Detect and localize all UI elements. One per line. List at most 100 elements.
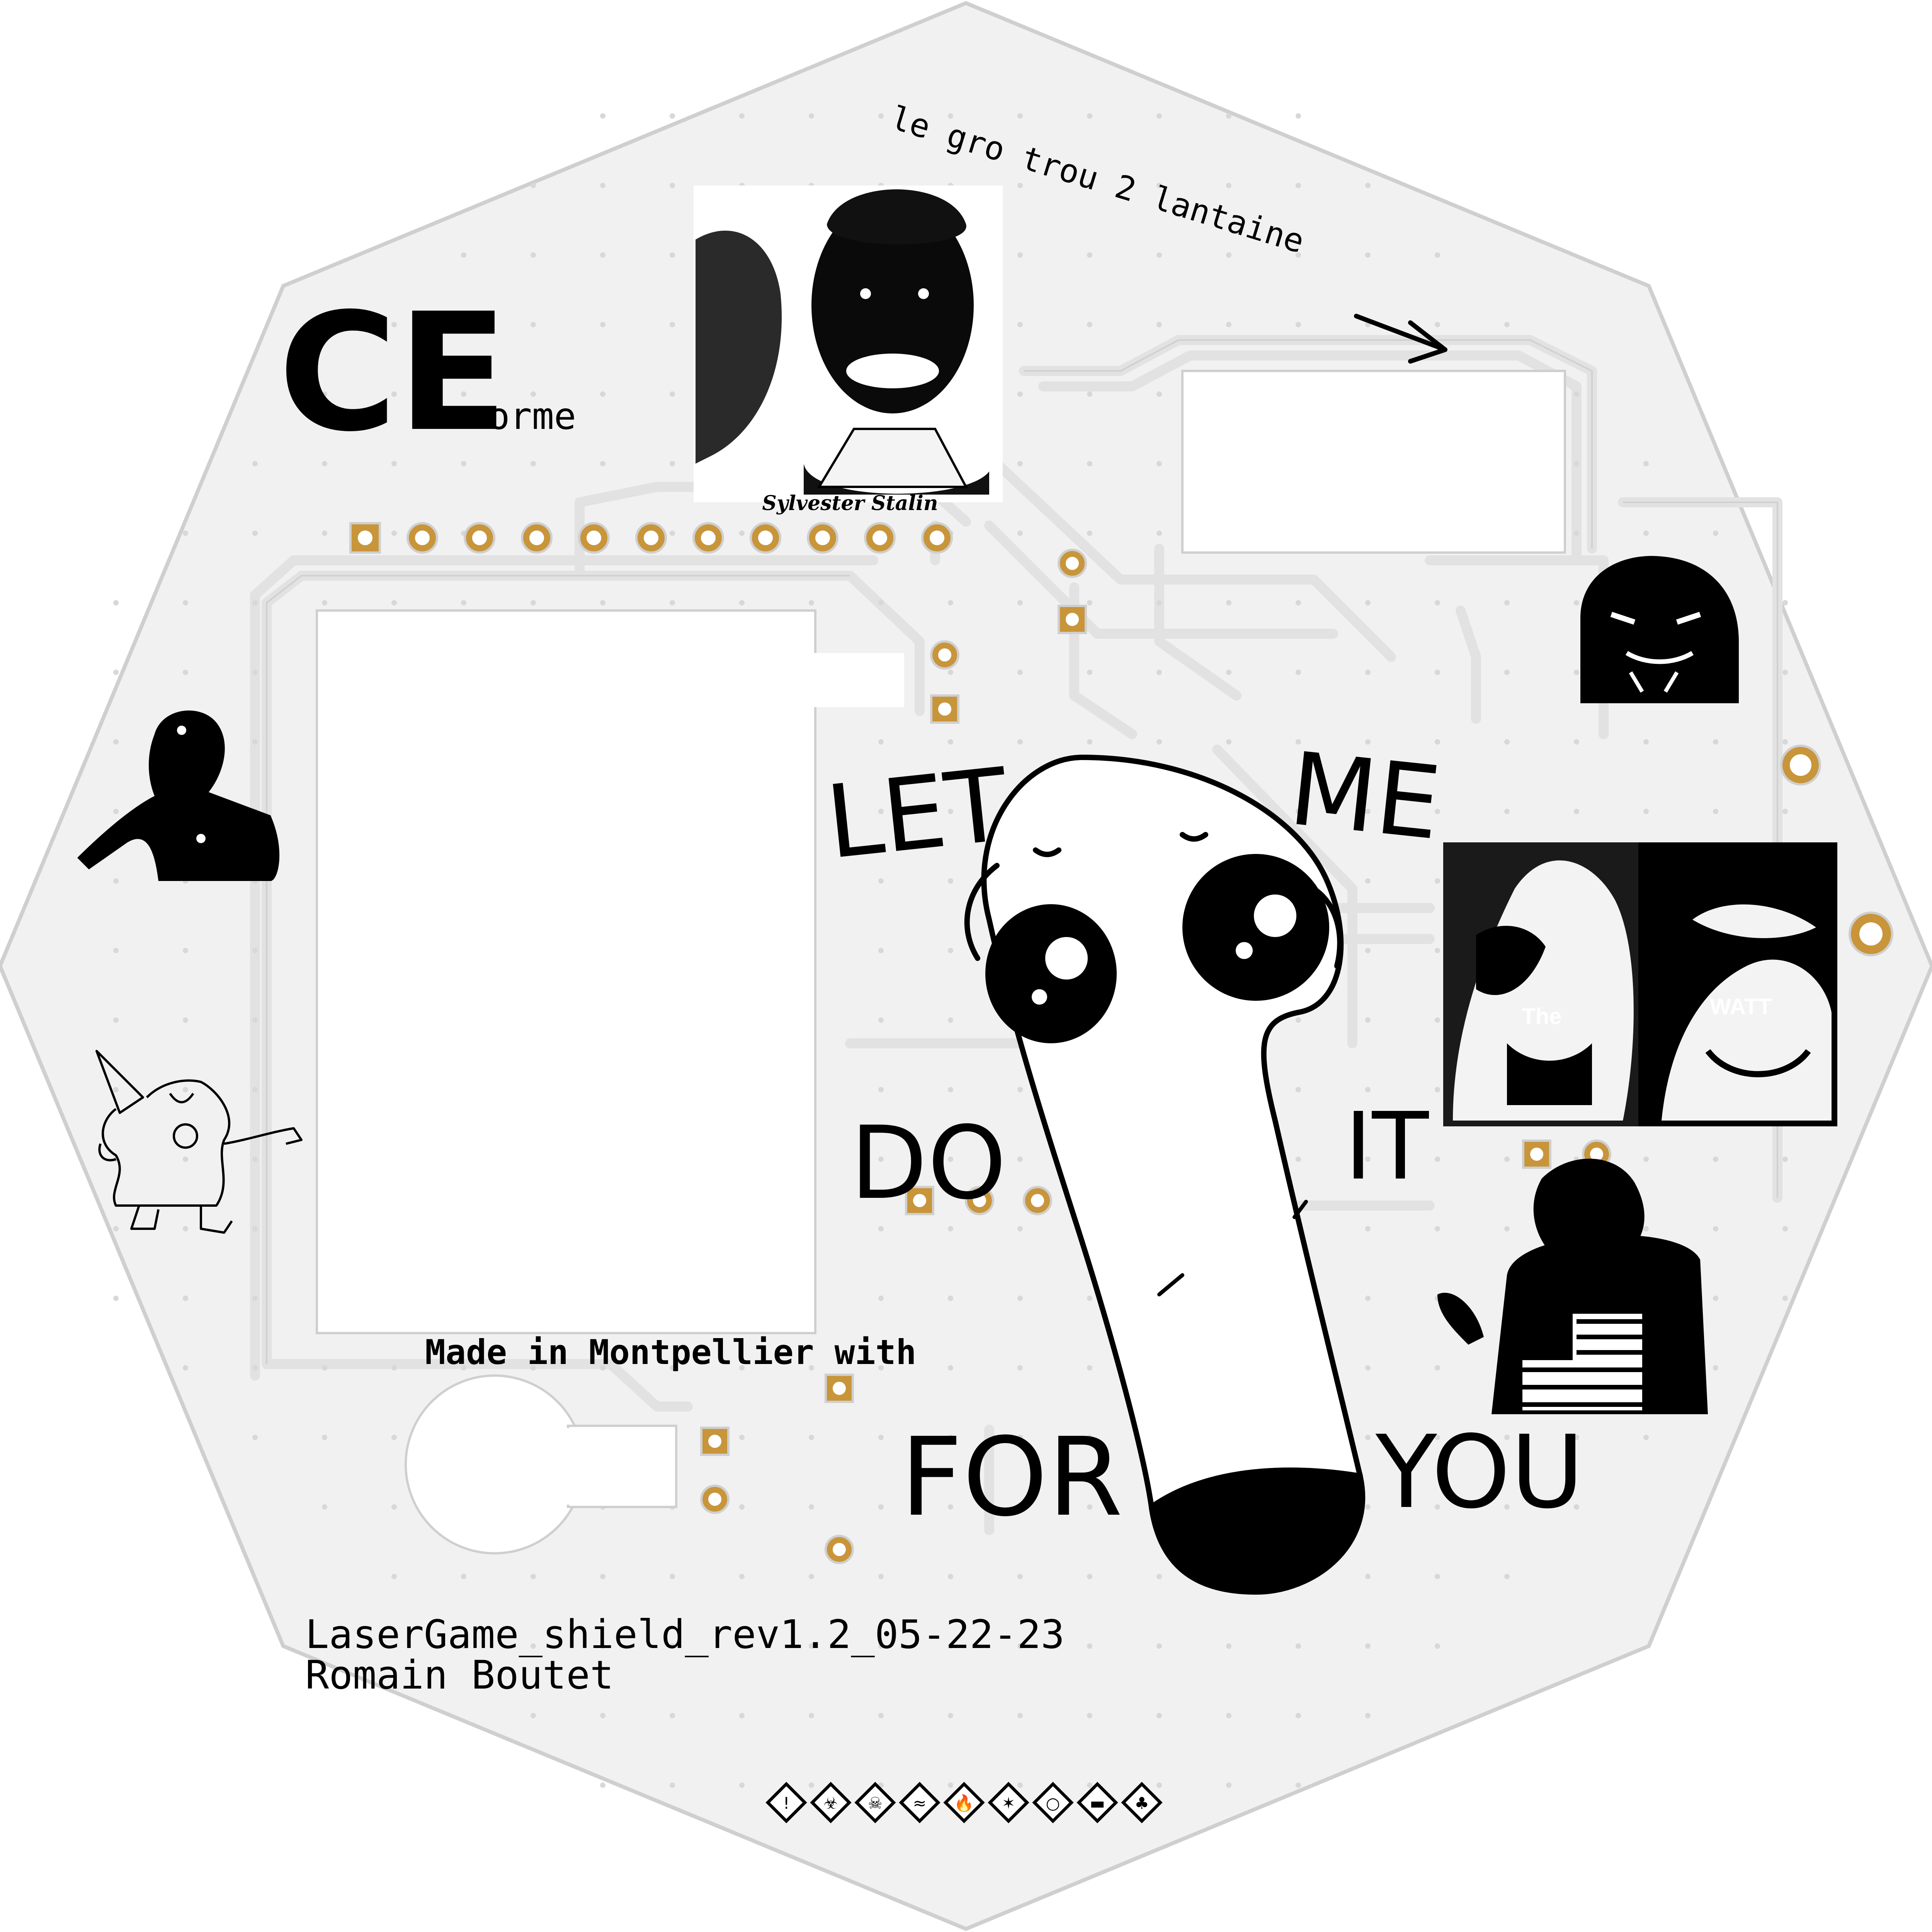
via-dot (1435, 809, 1440, 814)
via-dot (809, 1435, 814, 1440)
via-dot (461, 461, 466, 466)
via-dot (1365, 809, 1371, 814)
via-dot (391, 391, 397, 397)
via-dot (322, 461, 327, 466)
via-dot (1017, 322, 1023, 327)
via-dot (391, 461, 397, 466)
via-dot (878, 1226, 884, 1231)
via-dot (809, 1713, 814, 1718)
via-dot (1017, 1782, 1023, 1788)
via-dot (1296, 1782, 1301, 1788)
via-dot (531, 1713, 536, 1718)
via-dot (670, 1643, 675, 1649)
made-in-text: Made in Montpellier with (425, 1332, 917, 1372)
arrow-icon (1354, 314, 1447, 364)
via-dot (1156, 1643, 1162, 1649)
via-dot (1574, 391, 1579, 397)
via-dot (1226, 322, 1231, 327)
via-dot (252, 670, 258, 675)
via-dot (113, 670, 119, 675)
via-dot (1087, 1504, 1092, 1510)
via-dot (1713, 809, 1718, 814)
via-dot (1156, 670, 1162, 675)
via-dot (113, 1226, 119, 1231)
via-dot (1017, 391, 1023, 397)
via-dot (1435, 252, 1440, 258)
via-dot (1713, 739, 1718, 745)
via-dot (183, 1226, 188, 1231)
via-dot (948, 948, 953, 953)
via-dot (1643, 1226, 1649, 1231)
via-dot (878, 600, 884, 605)
via-dot (391, 1504, 397, 1510)
via-dot (948, 809, 953, 814)
via-dot (183, 948, 188, 953)
photo-label-right: WATT (1710, 994, 1772, 1019)
aquatic-hazard-icon: ♣ (1121, 1782, 1163, 1823)
via-dot (183, 531, 188, 536)
via-dot (1574, 461, 1579, 466)
via-dot (1156, 113, 1162, 119)
pin-hole (587, 531, 601, 545)
via-dot (1435, 1156, 1440, 1162)
via-dot (113, 809, 119, 814)
via-dot (1643, 1435, 1649, 1440)
via-dot (1156, 252, 1162, 258)
via-dot (1782, 1156, 1788, 1162)
via-dot (1226, 739, 1231, 745)
via-dot (1087, 461, 1092, 466)
via-dot (322, 531, 327, 536)
via-dot (1504, 322, 1510, 327)
via-dot (1156, 531, 1162, 536)
via-dot (1296, 600, 1301, 605)
via-dot (878, 1365, 884, 1371)
via-dot (1504, 809, 1510, 814)
via-dot (1574, 670, 1579, 675)
via-dot (878, 739, 884, 745)
via-dot (1504, 1156, 1510, 1162)
via-dot (252, 1156, 258, 1162)
via-dot (252, 1365, 258, 1371)
via-dot (948, 600, 953, 605)
via-dot (1156, 1713, 1162, 1718)
via-dot (878, 1643, 884, 1649)
via-dot (739, 1504, 745, 1510)
villain-figure-image (1580, 556, 1739, 703)
via-dot (670, 531, 675, 536)
connector-notch (804, 653, 904, 707)
svg-text:☠: ☠ (868, 1794, 883, 1813)
svg-text:♣: ♣ (1134, 1794, 1149, 1813)
via-dot (1435, 1643, 1440, 1649)
via-dot (1087, 1574, 1092, 1579)
via-dot (809, 600, 814, 605)
via-dot (183, 1017, 188, 1023)
via-dot (739, 113, 745, 119)
via-dot (948, 878, 953, 884)
via-dot (113, 1087, 119, 1092)
misc-pads (700, 549, 1893, 1564)
via-dot (600, 1782, 605, 1788)
exclamation-hazard-icon: ! (765, 1782, 807, 1823)
via-dot (948, 739, 953, 745)
meme-word-let: LET (821, 747, 1015, 882)
via-dot (1435, 1574, 1440, 1579)
via-dot (739, 600, 745, 605)
via-dot (1435, 670, 1440, 675)
via-dot (600, 461, 605, 466)
gas-cylinder-icon: ▬ (1077, 1782, 1118, 1823)
via-dot (1156, 461, 1162, 466)
via-dot (531, 600, 536, 605)
via-dot (1365, 1226, 1371, 1231)
via-dot (1365, 739, 1371, 745)
via-dot (809, 1365, 814, 1371)
via-dot (1087, 1643, 1092, 1649)
via-dot (1365, 1296, 1371, 1301)
via-dot (531, 1574, 536, 1579)
via-dot (1087, 600, 1092, 605)
via-dot (1087, 391, 1092, 397)
corrosive-icon: ≈ (899, 1782, 940, 1823)
pin-hole (644, 531, 658, 545)
via-dot (1017, 670, 1023, 675)
via-dot (948, 1435, 953, 1440)
via-dot (1226, 1782, 1231, 1788)
